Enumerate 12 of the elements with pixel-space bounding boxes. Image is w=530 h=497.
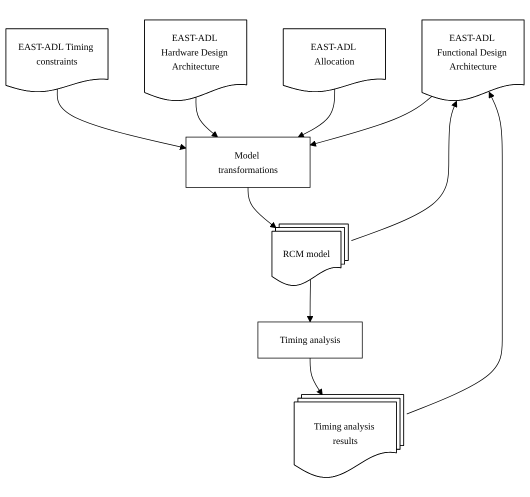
arrow xyxy=(196,97,218,138)
arrow xyxy=(248,186,276,228)
arrow xyxy=(310,96,432,147)
arrow xyxy=(298,88,336,138)
arrow xyxy=(310,358,323,396)
flowchart: EAST-ADL Timing constraints EAST-ADL Functional Design Architecture EAST-ADL Hardware Design Architecture EAST-ADL Allocation Model transformations RCM model Timing analysis Timing analysis results xyxy=(0,14,530,484)
node-box xyxy=(258,321,363,358)
arrow xyxy=(56,88,186,150)
node-box xyxy=(186,136,310,188)
arrow xyxy=(306,280,314,322)
arrow xyxy=(406,92,503,414)
arrow xyxy=(351,100,458,241)
